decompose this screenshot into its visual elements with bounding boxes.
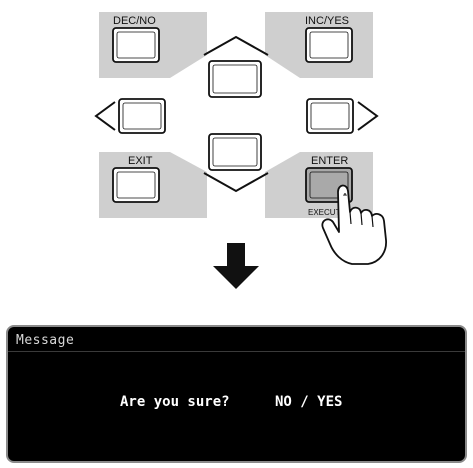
dec-no-label: DEC/NO — [113, 15, 156, 27]
control-panel-diagram: DEC/NO INC/YES EXIT ENTER EXECUTE — [0, 0, 473, 290]
cursor-right-button[interactable] — [307, 99, 353, 133]
message-choice: NO / YES — [275, 394, 342, 410]
enter-label: ENTER — [311, 155, 348, 167]
cursor-key-bottom[interactable] — [209, 134, 261, 170]
cursor-left-button[interactable] — [119, 99, 165, 133]
chevron-down-icon — [204, 173, 268, 191]
chevron-left-icon — [96, 102, 115, 130]
message-title-divider — [8, 351, 465, 352]
message-question: Are you sure? — [120, 394, 230, 410]
inc-yes-label: INC/YES — [305, 15, 349, 27]
chevron-right-icon — [358, 102, 377, 130]
message-title: Message — [16, 333, 74, 348]
cursor-key-top[interactable] — [209, 61, 261, 97]
arrow-down-icon — [213, 243, 259, 289]
exit-label: EXIT — [128, 155, 153, 167]
chevron-up-icon — [204, 37, 268, 55]
exit-button[interactable] — [113, 168, 159, 202]
message-dialog: Message Are you sure? NO / YES — [6, 325, 467, 463]
inc-yes-button[interactable] — [306, 28, 352, 62]
dec-no-button[interactable] — [113, 28, 159, 62]
